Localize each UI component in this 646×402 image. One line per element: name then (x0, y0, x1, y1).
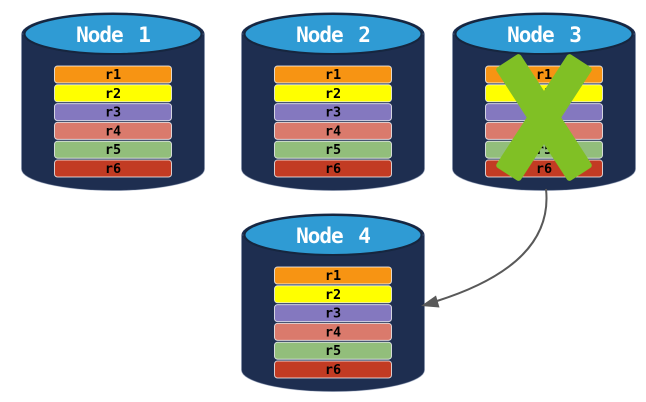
record-list: r1 r2 r3 r4 r5 r6 (274, 65, 392, 178)
record-bar-r5 (54, 140, 172, 159)
record-bar-r4 (274, 322, 392, 341)
record-bar-r1 (274, 65, 392, 84)
record-label: r5 (325, 142, 341, 158)
node-1: Node 1 r1 r2 r3 r4 r5 r6 (21, 12, 205, 191)
record-label: r1 (325, 67, 341, 83)
record-bar-r5 (274, 140, 392, 159)
record-bar-r2 (274, 285, 392, 304)
record-label: r3 (325, 306, 341, 322)
cylinder-top (23, 13, 203, 55)
record-bar-r6 (54, 159, 172, 178)
record-label: r4 (325, 123, 341, 139)
record-label: r5 (105, 142, 121, 158)
node-title: Node 1 (76, 23, 150, 47)
node-title: Node 3 (507, 23, 581, 47)
record-bar-r6 (274, 159, 392, 178)
arrow-curve (436, 188, 548, 302)
database-cylinder-icon: Node 1 r1 r2 r3 r4 r5 r6 (21, 12, 205, 191)
record-bar-r4 (54, 121, 172, 140)
record-list: r1 r2 r3 r4 r5 r6 (274, 266, 392, 379)
record-list: r1 r2 r3 r4 r5 r6 (54, 65, 172, 178)
record-label: r1 (105, 67, 121, 83)
cylinder-top (243, 13, 423, 55)
node-title: Node 2 (296, 23, 370, 47)
record-bar-r3 (274, 103, 392, 122)
record-label: r3 (325, 105, 341, 121)
record-bar-r1 (54, 65, 172, 84)
record-bar-r3 (54, 103, 172, 122)
record-bar-r4 (274, 121, 392, 140)
cylinder-top (243, 214, 423, 256)
record-label: r6 (536, 161, 552, 177)
record-label: r1 (325, 268, 341, 284)
record-label: r6 (325, 362, 341, 378)
database-cylinder-icon: Node 4 r1 r2 r3 r4 r5 r6 (241, 213, 425, 392)
record-label: r6 (325, 161, 341, 177)
record-label: r6 (105, 161, 121, 177)
record-label: r2 (325, 287, 341, 303)
node-2: Node 2 r1 r2 r3 r4 r5 r6 (241, 12, 425, 191)
database-cylinder-icon: Node 2 r1 r2 r3 r4 r5 r6 (241, 12, 425, 191)
record-label: r1 (536, 67, 552, 83)
record-label: r4 (105, 123, 121, 139)
record-label: r4 (325, 324, 341, 340)
record-bar-r1 (274, 266, 392, 285)
record-bar-r3 (274, 304, 392, 323)
record-bar-r2 (54, 84, 172, 103)
node-title: Node 4 (296, 224, 370, 248)
node-4: Node 4 r1 r2 r3 r4 r5 r6 (241, 213, 425, 392)
cylinder-top (454, 13, 634, 55)
record-label: r3 (105, 105, 121, 121)
record-label: r2 (325, 86, 341, 102)
record-bar-r6 (274, 360, 392, 379)
record-bar-r2 (274, 84, 392, 103)
record-label: r2 (105, 86, 121, 102)
failure-x-arm (496, 54, 592, 181)
record-bar-r5 (274, 341, 392, 360)
record-label: r5 (325, 343, 341, 359)
failure-x-mark (496, 54, 592, 181)
